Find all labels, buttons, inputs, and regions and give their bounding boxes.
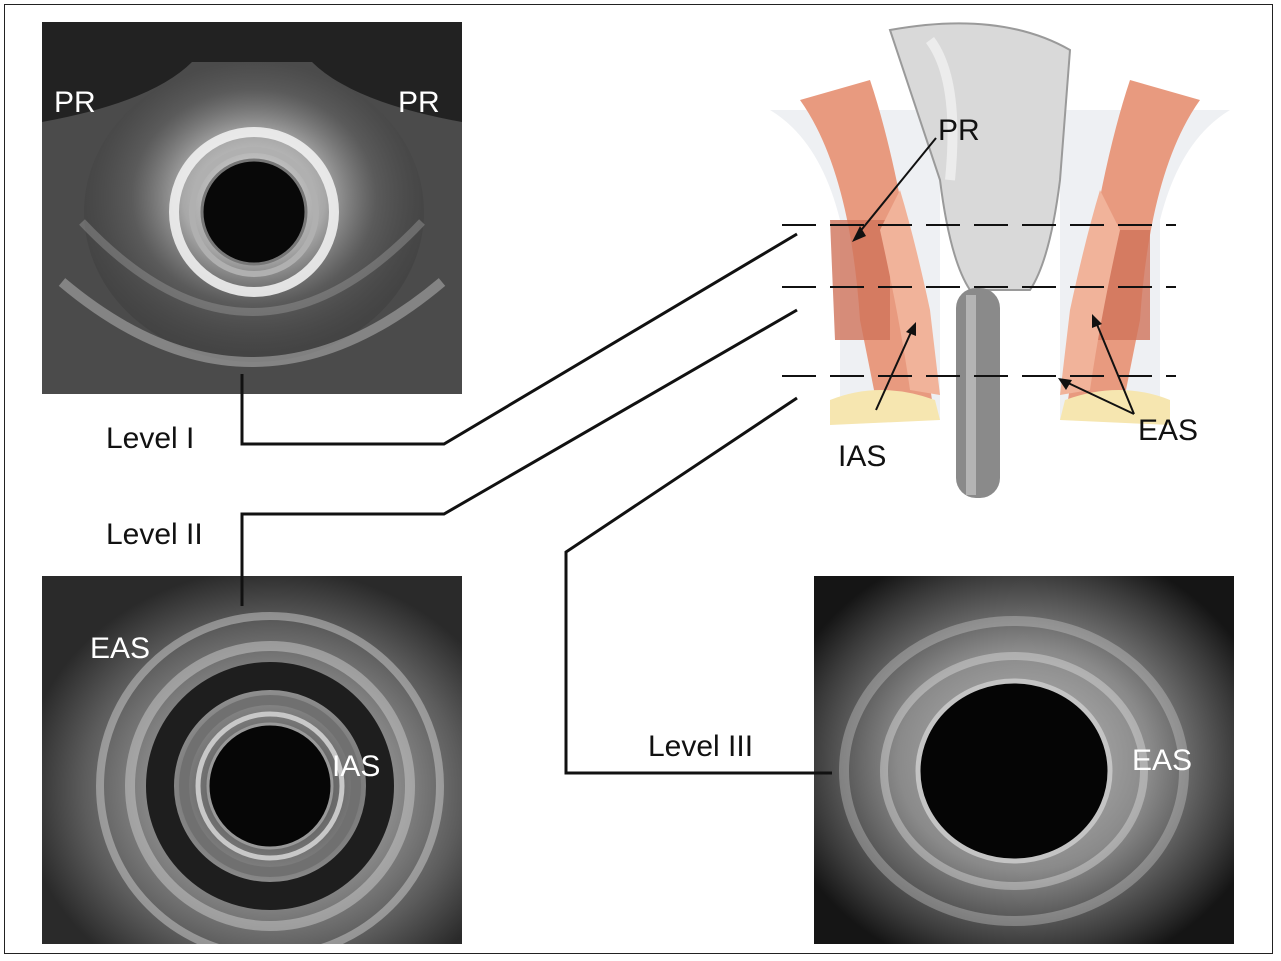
- ultrasound-level-1: PR PR: [42, 22, 462, 394]
- level-3-label: Level III: [648, 732, 753, 762]
- label-eas: EAS: [90, 634, 150, 664]
- label-ias: IAS: [332, 752, 380, 782]
- level-1-label: Level I: [106, 424, 194, 454]
- ultrasound-level-2: EAS IAS: [42, 576, 462, 944]
- label-pr-right: PR: [398, 88, 440, 118]
- level-2-label: Level II: [106, 520, 203, 550]
- anatomy-label-pr: PR: [938, 116, 980, 146]
- label-eas-level-3: EAS: [1132, 746, 1192, 776]
- ultrasound-level-1-image: [42, 22, 462, 394]
- label-pr-left: PR: [54, 88, 96, 118]
- ultrasound-level-3: EAS: [814, 576, 1234, 944]
- anatomy-label-ias: IAS: [838, 442, 886, 472]
- anal-canal-illustration: PR IAS EAS: [760, 20, 1240, 510]
- anatomy-label-eas: EAS: [1138, 416, 1198, 446]
